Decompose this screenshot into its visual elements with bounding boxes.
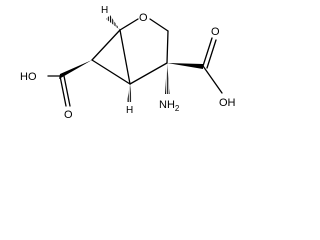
bold-wedge-right-acid [167,63,203,69]
right-acid-hydroxyl-label: OH [219,97,236,109]
chemical-structure: O HO O OH O NH2 H H [20,5,236,121]
bond-c1-o-ring [119,18,139,31]
bond-left-c-o-double-b [63,75,71,107]
amino-label: NH2 [159,99,180,113]
bond-right-c-o-double-a [202,37,213,67]
bond-o-ring-ch2 [149,18,169,32]
bond-right-c-oh [202,65,223,94]
bottom-hydrogen-label: H [126,105,133,116]
top-hydrogen-label: H [101,5,108,16]
bond-c5-c1 [119,29,131,85]
bond-c1-c6 [91,29,121,61]
bond-c4-c5 [129,62,168,85]
amino-nh: NH [159,99,175,111]
hashed-wedge-top-h [106,15,120,30]
hashed-wedge-bottom-h [127,84,132,102]
right-acid-carbonyl-label: O [211,26,220,38]
amino-subscript: 2 [175,104,180,113]
bond-right-c-o-double-b [206,39,217,69]
left-acid-hydroxyl-label: HO [20,71,37,83]
left-acid-carbonyl-label: O [64,109,73,121]
bond-c6-c5 [91,59,131,85]
bond-ch2-c4 [166,30,169,64]
hashed-wedge-amino [165,63,170,94]
bond-left-c-o-double-a [59,75,67,107]
ring-oxygen-label: O [139,12,148,24]
bold-wedge-left-acid [59,60,92,79]
